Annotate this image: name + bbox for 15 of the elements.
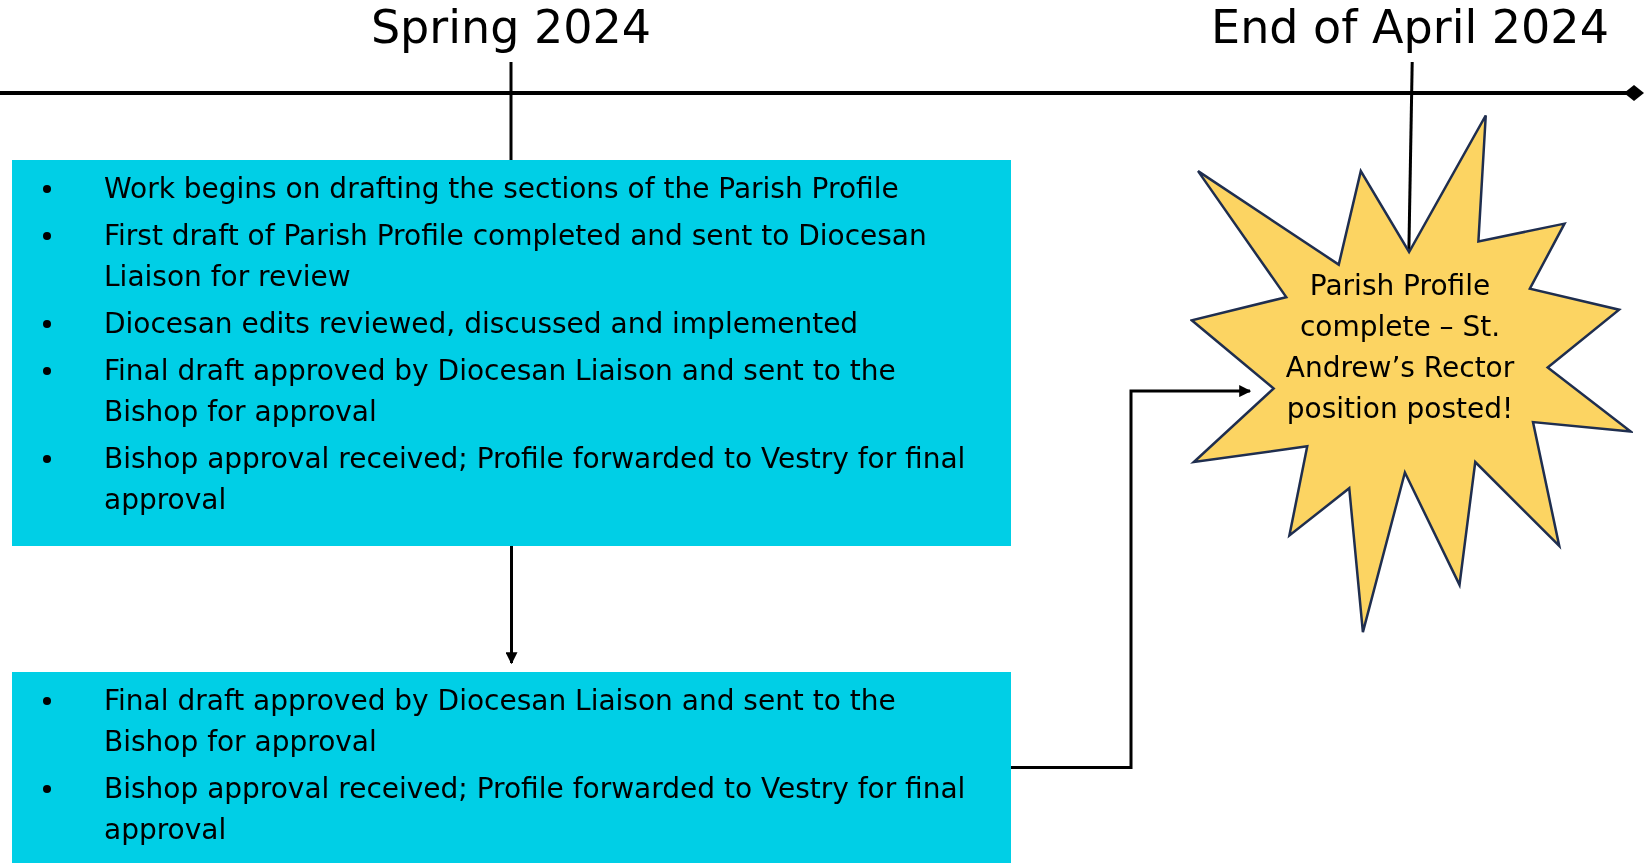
milestone-box xyxy=(12,160,1011,546)
connector-line xyxy=(509,62,513,160)
bullet-item: Work begins on drafting the sections of the Parish Profile xyxy=(12,168,971,209)
arrow xyxy=(1011,385,1252,769)
starburst-text: Parish Profile complete – St. Andrew’s Rector position posted! xyxy=(1284,268,1516,427)
bullet-item: Bishop approval received; Profile forwarded to Vestry for final approval xyxy=(12,438,971,520)
bullet-item: Diocesan edits reviewed, discussed and implemented xyxy=(12,303,971,344)
bullet-item: Bishop approval received; Profile forwarded to Vestry for final approval xyxy=(12,768,971,850)
timepoint-label: Spring 2024 xyxy=(351,0,671,62)
bullet-item: First draft of Parish Profile completed and sent to Diocesan Liaison for review xyxy=(12,215,971,297)
timepoint-label: End of April 2024 xyxy=(1190,0,1630,62)
bullet-item: Final draft approved by Diocesan Liaison and sent to the Bishop for approval xyxy=(12,350,971,432)
bullet-item: Final draft approved by Diocesan Liaison and sent to the Bishop for approval xyxy=(12,680,971,762)
milestone-box xyxy=(12,672,1011,863)
arrow xyxy=(505,546,518,665)
